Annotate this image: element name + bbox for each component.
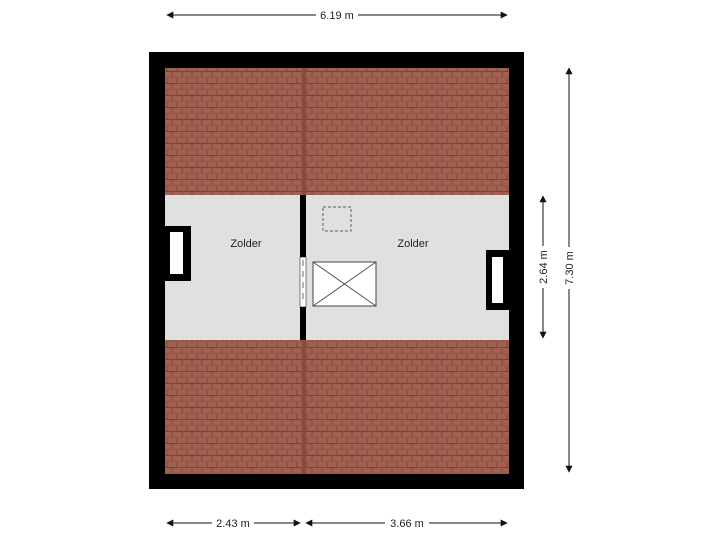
roof-window	[322, 206, 352, 232]
dimension-bottom-left-label: 2.43 m	[216, 518, 250, 530]
roof-ridge-bottom	[302, 340, 306, 474]
room-label: Zolder	[397, 238, 429, 250]
dimension-bottom-right-label: 3.66 m	[390, 518, 424, 530]
dimension-right-inner-label: 2.64 m	[538, 250, 550, 284]
roof-top-right	[306, 68, 509, 195]
roof-bottom-right	[306, 340, 509, 474]
dimension-top-label: 6.19 m	[320, 10, 354, 22]
interior-wall-bottom	[300, 307, 306, 340]
roof-bottom-left	[165, 340, 302, 474]
roof-ridge-top	[302, 68, 306, 195]
room-label: Zolder	[230, 238, 262, 250]
dimension-right-outer-label: 7.30 m	[564, 251, 576, 285]
interior-wall-top	[300, 195, 306, 257]
roof-top-left	[165, 68, 302, 195]
